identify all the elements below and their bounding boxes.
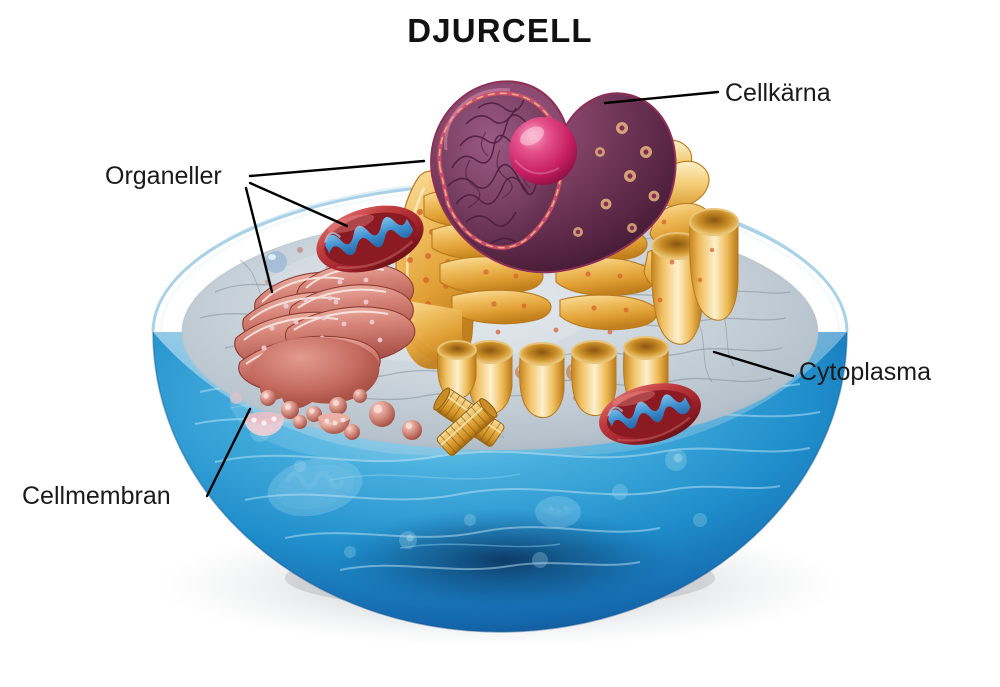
mitochondrion-submerged bbox=[267, 457, 363, 517]
mitochondrion-right bbox=[599, 383, 701, 445]
leader-lines bbox=[205, 90, 795, 498]
label-cellmembran: Cellmembran bbox=[22, 482, 171, 510]
er-tubes bbox=[400, 208, 739, 418]
golgi-vesicles bbox=[260, 389, 367, 422]
leader-cellmembran bbox=[205, 407, 252, 498]
leader-organeller-golgi bbox=[244, 186, 274, 294]
label-cytoplasma: Cytoplasma bbox=[799, 358, 931, 386]
page-title: DJURCELL bbox=[407, 12, 593, 49]
cytoplasm-vesicles bbox=[230, 251, 422, 440]
leader-organeller-er bbox=[248, 159, 426, 178]
nucleolus bbox=[509, 117, 577, 185]
nucleus bbox=[430, 80, 677, 274]
leader-cellkarna bbox=[603, 90, 720, 105]
leader-cytoplasma bbox=[712, 350, 795, 378]
leader-organeller-mito bbox=[248, 181, 349, 228]
centrioles bbox=[433, 387, 505, 456]
golgi-apparatus bbox=[234, 262, 416, 422]
label-organeller: Organeller bbox=[105, 162, 222, 190]
label-cellkarna: Cellkärna bbox=[725, 79, 831, 107]
